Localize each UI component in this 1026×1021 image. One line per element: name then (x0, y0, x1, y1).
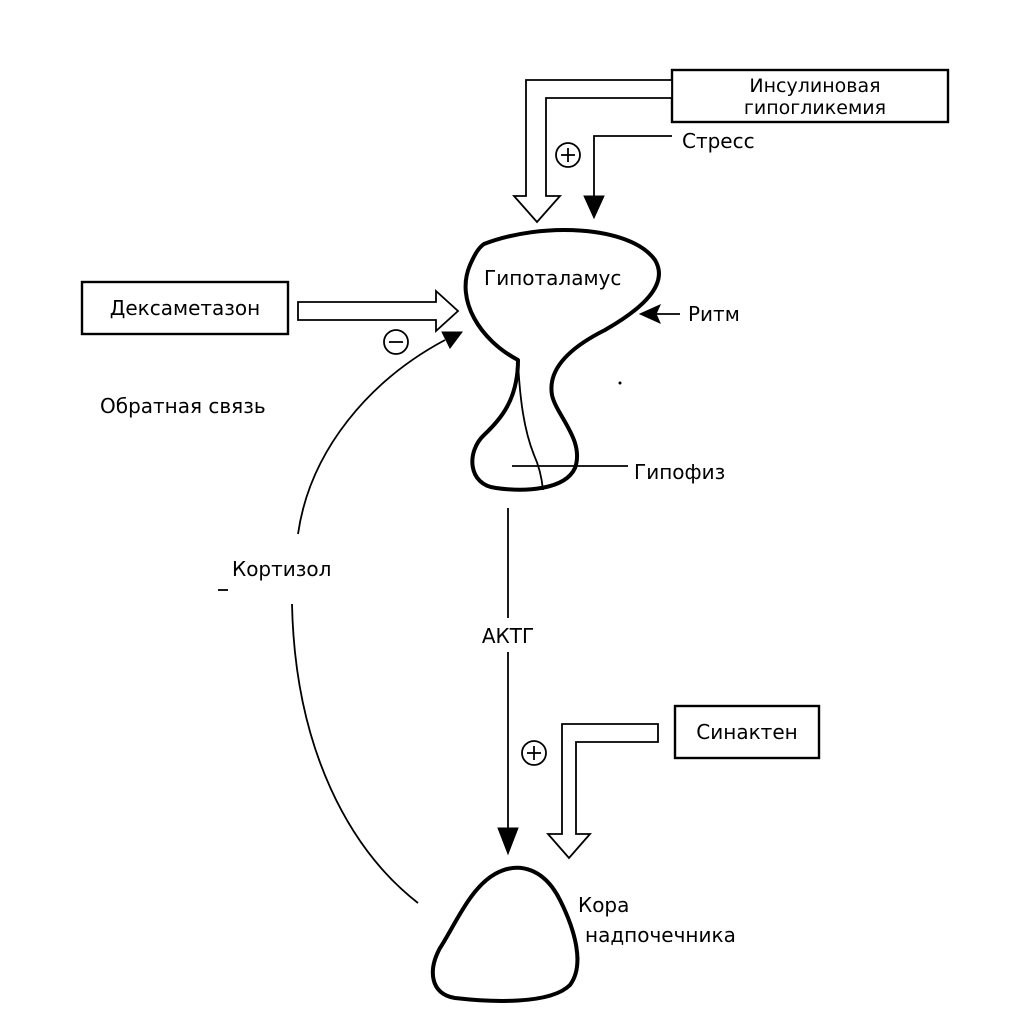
stress-label: Стресс (682, 129, 755, 153)
pituitary-label: Гипофиз (634, 460, 725, 484)
acth-arrow (497, 508, 519, 856)
hypothalamus-pituitary-outline (463, 228, 661, 492)
stress-arrow (583, 135, 672, 220)
insulin-hypoglycemia-label-line1: Инсулиновая (749, 75, 880, 97)
scan-speck-1 (618, 381, 622, 385)
synacthen-frame (673, 704, 821, 760)
rhythm-arrow (638, 304, 680, 324)
acth-arrow-head (497, 827, 519, 856)
synacthen-label: Синактен (696, 720, 797, 744)
synacthen-hollow-arrow (546, 723, 659, 860)
insulin-hypoglycemia-box: Инсулиновая гипогликемия (670, 68, 950, 124)
rhythm-label: Ритм (688, 302, 740, 326)
synacthen-box: Синактен (673, 704, 821, 760)
adrenal-cortex-label-line2: надпочечника (585, 923, 736, 947)
dexamethasone-frame (80, 280, 290, 336)
acth-label: АКТГ (482, 624, 534, 648)
insulin-hollow-arrow (512, 79, 673, 224)
feedback-minus-sign (383, 329, 409, 355)
hypothalamus-label: Гипоталамус (484, 266, 621, 290)
stress-arrow-line (593, 135, 672, 200)
adrenal-cortex-label-line1: Кора (578, 893, 629, 917)
rhythm-arrow-head (638, 304, 661, 324)
scan-speck-2 (576, 956, 580, 960)
cortisol-arc-upper (297, 339, 446, 535)
stress-plus-sign (555, 142, 581, 168)
insulin-hypoglycemia-label-line2: гипогликемия (744, 97, 886, 119)
cortisol-arc-arrowhead (441, 331, 463, 349)
adrenal-cortex-outline (431, 865, 580, 1003)
pituitary-stalk-line (517, 361, 544, 491)
cortisol-arc-lower (291, 603, 419, 904)
cortisol-feedback-arc (291, 331, 463, 904)
dexamethasone-label: Дексаметазон (110, 296, 261, 320)
dexamethasone-hollow-arrow (297, 288, 460, 334)
synacthen-plus-sign (521, 740, 547, 766)
stress-arrow-head (583, 195, 605, 220)
feedback-label: Обратная связь (100, 394, 266, 418)
cortisol-label: Кортизол (232, 557, 331, 581)
dexamethasone-box: Дексаметазон (80, 280, 290, 336)
